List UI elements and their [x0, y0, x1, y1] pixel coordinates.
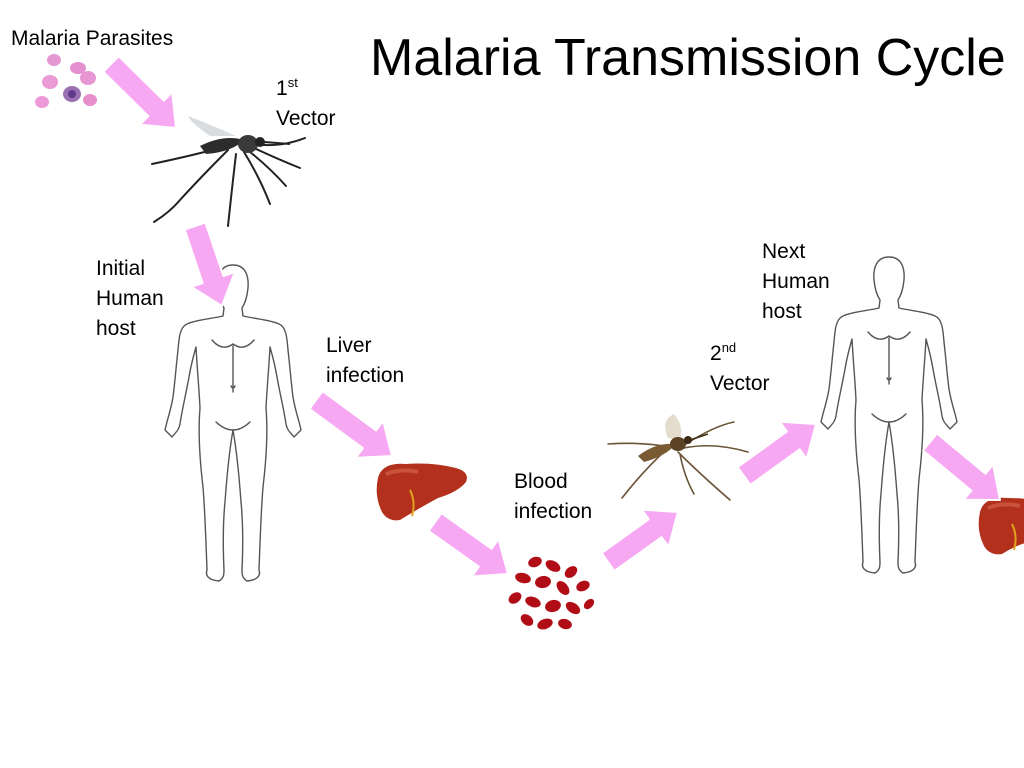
parasite-cell: [83, 94, 97, 106]
blood-cells-image: [508, 556, 595, 630]
parasite-cell: [35, 96, 49, 108]
mosquito-thorax: [670, 437, 686, 451]
human-body-detail: [211, 339, 255, 431]
liver-shape: [376, 463, 467, 521]
blood-cell: [520, 614, 534, 626]
parasite-cell: [47, 54, 61, 66]
blood-cell: [545, 599, 561, 613]
next-human-body: [820, 256, 958, 574]
blood-cell: [545, 560, 561, 572]
blood-cell: [565, 601, 581, 615]
arrow-vector2-to-next-host: [736, 420, 817, 486]
blood-cell: [525, 596, 541, 608]
mosquito-proboscis: [689, 433, 709, 441]
mosquito-head: [255, 137, 265, 147]
liver-image-2: [978, 497, 1024, 555]
blood-cell: [583, 598, 595, 610]
mosquito-wing: [665, 414, 682, 440]
liver-shape: [978, 497, 1024, 555]
mosquito-vector-1: [151, 116, 306, 227]
liver-image: [376, 463, 467, 521]
mosquito-vector-2: [607, 414, 749, 501]
mosquito-wing: [188, 116, 236, 136]
blood-cell: [508, 592, 522, 604]
diagram-title: Malaria Transmission Cycle: [370, 29, 1006, 87]
liver-gallbladder: [1011, 523, 1017, 551]
mosquito-proboscis: [263, 141, 291, 145]
arrow-parasites-to-vector1: [102, 55, 177, 129]
blood-cell: [564, 566, 578, 578]
arrow-host-to-liver: [308, 390, 393, 459]
parasite-cell: [80, 71, 96, 85]
arrow-blood-to-vector2: [600, 508, 679, 572]
liver-highlight: [987, 502, 1021, 510]
mosquito-thorax: [238, 135, 258, 153]
arrow-next-host-to-liver: [922, 432, 1001, 501]
arrow-liver-to-blood: [427, 512, 509, 578]
parasite-cell: [70, 62, 86, 74]
arrow-vector1-to-host: [183, 221, 236, 307]
liver-highlight: [385, 468, 419, 476]
blood-cell: [528, 556, 542, 568]
blood-cell: [576, 580, 590, 592]
parasite-cell: [42, 75, 58, 89]
human-body-detail: [867, 331, 911, 423]
label-malaria-parasites: Malaria Parasites: [11, 27, 174, 50]
mosquito-head: [684, 436, 692, 444]
blood-cell: [558, 618, 572, 630]
blood-cell: [535, 575, 551, 589]
initial-human-body: [164, 264, 302, 582]
mosquito-abdomen: [638, 443, 676, 462]
malaria-parasites-image: [35, 54, 97, 108]
blood-cell: [537, 618, 553, 630]
liver-gallbladder: [409, 489, 415, 517]
blood-cell: [515, 572, 531, 584]
mosquito-abdomen: [200, 138, 244, 154]
blood-cell: [556, 581, 570, 595]
parasite-nucleus: [68, 90, 76, 98]
